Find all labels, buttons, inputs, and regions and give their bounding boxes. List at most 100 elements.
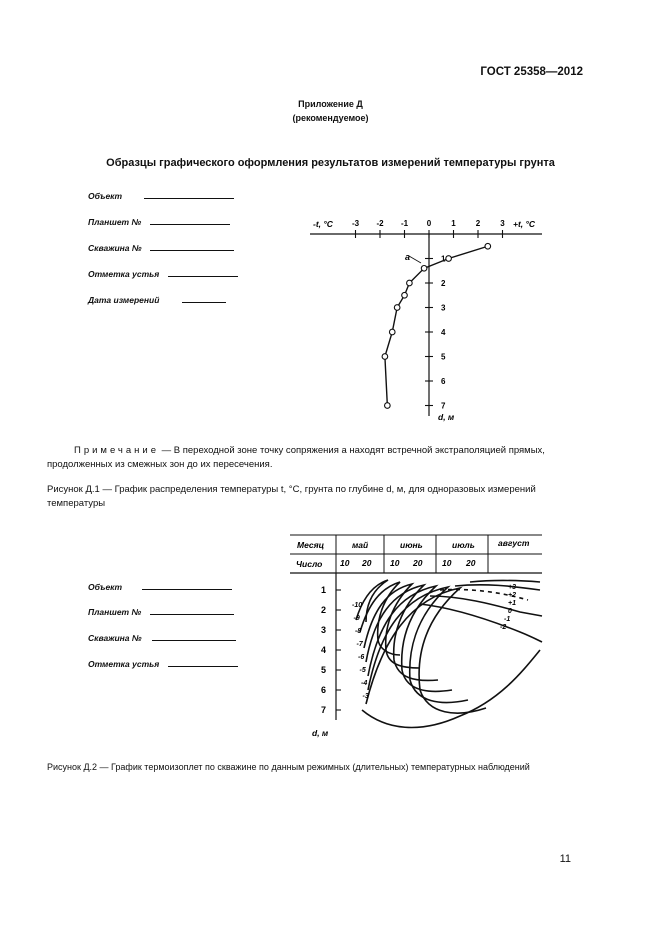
fig2-isotherms-left <box>355 579 541 729</box>
fig2-depth-tick-label: 3 <box>321 625 326 635</box>
fig1-data-point <box>420 264 428 272</box>
form1-tablet-field: Планшет № <box>88 215 230 227</box>
section-heading: Образцы графического оформления результа… <box>106 157 555 169</box>
isotherm-line <box>469 579 541 583</box>
fig1-depth-tick-label: 7 <box>441 402 446 411</box>
fig2-isotherm-label: -7 <box>357 641 364 648</box>
form2-tablet-label: Планшет № <box>88 607 142 617</box>
fig2-isotherm-label: -2 <box>500 624 506 631</box>
fig2-depth-tick-label: 1 <box>321 585 326 595</box>
form1-mouth-blank <box>167 267 238 277</box>
fig2-day: 20 <box>465 558 476 568</box>
appendix-heading: Приложение Д (рекомендуемое) <box>0 97 661 125</box>
fig2-isotherm-label: +1 <box>508 600 516 607</box>
isotherm-line <box>439 588 529 601</box>
form1-well-blank <box>150 241 234 251</box>
fig2-isotherm-label: -4 <box>361 680 367 687</box>
note: Примечание — В переходной зоне точку соп… <box>47 444 587 472</box>
fig1-depth-axis-label: d, м <box>438 412 455 422</box>
fig2-depth-tick-label: 4 <box>321 645 326 655</box>
fig2-month-august: август <box>498 538 530 548</box>
fig1-data-point <box>484 242 492 250</box>
fig2-day: 10 <box>442 558 452 568</box>
isotherm-line <box>454 583 541 591</box>
form1-date-blank <box>181 293 226 303</box>
fig1-x-tick-label: -1 <box>401 219 409 228</box>
isotherm-line <box>419 603 543 643</box>
fig1-neg-axis-label: -t, °C <box>313 219 334 229</box>
form2-tablet-blank <box>149 605 234 615</box>
fig2-isotherm-label: +2 <box>508 592 516 599</box>
form1-object-label: Объект <box>88 191 123 201</box>
fig2-depth-tick-label: 7 <box>321 705 326 715</box>
form2-tablet-field: Планшет № <box>88 605 234 617</box>
fig2-month-june: июнь <box>400 540 423 550</box>
form1-tablet-blank <box>149 215 230 225</box>
fig2-isotherm-label: -6 <box>358 654 364 661</box>
fig1-depth-tick-label: 5 <box>441 353 446 362</box>
fig2-isotherm-label: +3 <box>508 584 516 591</box>
form2-object-field: Объект <box>88 580 233 592</box>
fig1-x-tick-label: -2 <box>376 219 384 228</box>
fig2-isotherm-label: 0 <box>508 608 512 615</box>
form1-tablet-label: Планшет № <box>88 217 142 227</box>
fig2-isotherm-label: -10 <box>352 602 362 609</box>
form2-object-label: Объект <box>88 582 123 592</box>
note-word: Примечание <box>74 445 159 456</box>
fig1-data-point <box>381 353 389 360</box>
fig2-isotherms-right <box>419 579 543 643</box>
fig2-isotherm-label: -9 <box>354 615 360 622</box>
isotherm-line <box>365 586 487 714</box>
form1-date-field: Дата измерений <box>88 293 226 305</box>
fig2-isotherm-label: -5 <box>360 667 366 674</box>
page-number: 11 <box>559 853 571 865</box>
form2-well-field: Скважина № <box>88 631 236 643</box>
form2-object-blank <box>142 580 233 590</box>
fig1-data-point <box>388 328 396 336</box>
form1-object-field: Объект <box>88 189 235 201</box>
fig1-point-a-label: a <box>405 252 410 262</box>
fig2-day-label: Число <box>296 559 322 569</box>
fig1-data-point <box>401 291 408 299</box>
form1-well-label: Скважина № <box>88 243 142 253</box>
fig2-isotherm-label: -8 <box>355 628 361 635</box>
fig2-depth-tick-label: 5 <box>321 665 326 675</box>
isotherm-line <box>367 584 453 693</box>
form2-well-label: Скважина № <box>88 633 142 643</box>
fig2-month-july: июль <box>452 540 475 550</box>
fig2-depth-tick-label: 6 <box>321 685 326 695</box>
form2-mouth-blank <box>167 657 238 667</box>
fig2-isotherm-label: -3 <box>363 693 369 700</box>
fig1-pos-axis-label: +t, °C <box>513 219 536 229</box>
fig2-day: 10 <box>340 558 350 568</box>
form1-well-field: Скважина № <box>88 241 234 253</box>
fig1-data-point <box>445 255 452 262</box>
isotherm-line <box>367 585 469 704</box>
fig2-isotherm-label: -1 <box>504 616 510 623</box>
fig2-month-label: Месяц <box>297 540 325 550</box>
fig1-depth-tick-label: 4 <box>441 328 446 337</box>
form1-date-label: Дата измерений <box>88 295 160 305</box>
fig2-day: 20 <box>361 558 372 568</box>
figure1-caption: Рисунок Д.1 — График распределения темпе… <box>47 484 536 509</box>
figure2-header-table: Месяц Число май июнь июль август 10 20 1… <box>290 534 542 574</box>
fig2-depth-axis-label: d, м <box>312 728 329 738</box>
form2-mouth-field: Отметка устья <box>88 657 238 669</box>
note-text: — В переходной зоне точку сопряжения a н… <box>47 445 545 470</box>
form2-mouth-label: Отметка устья <box>88 659 160 669</box>
fig1-point-a-leader <box>408 255 422 264</box>
figure2-caption: Рисунок Д.2 — График термоизоплет по скв… <box>47 762 530 772</box>
fig1-depth-tick-label: 6 <box>441 377 446 386</box>
fig1-data-point <box>393 304 401 311</box>
fig1-x-tick-label: 0 <box>427 219 432 228</box>
form1-mouth-label: Отметка устья <box>88 269 160 279</box>
isotherm-line <box>429 595 543 617</box>
fig1-depth-tick-label: 1 <box>441 255 446 264</box>
fig2-day: 20 <box>412 558 423 568</box>
appendix-subtitle: (рекомендуемое) <box>292 113 369 123</box>
standard-number: ГОСТ 25358—2012 <box>480 66 583 78</box>
fig1-x-tick-label: -3 <box>352 219 360 228</box>
